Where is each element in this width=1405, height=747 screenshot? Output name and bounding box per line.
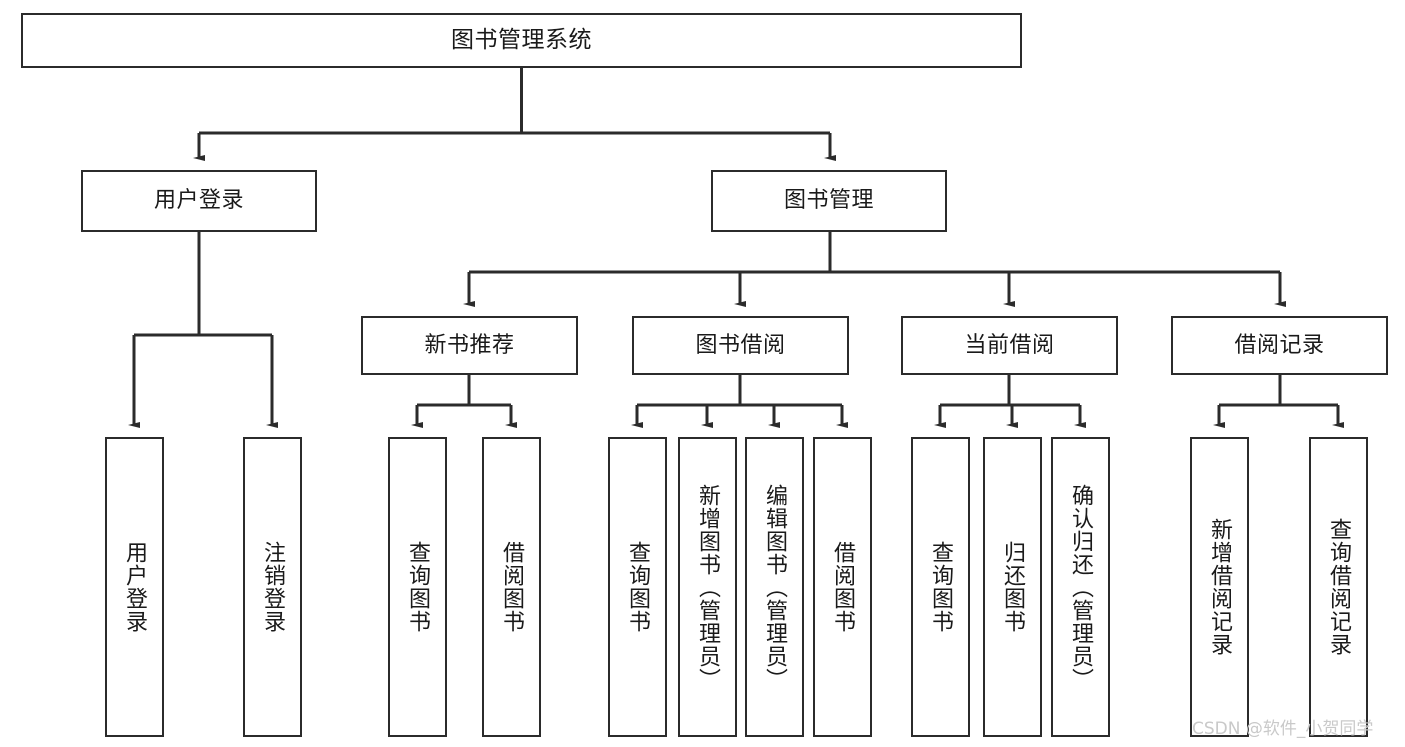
node-root[interactable]: 图书管理系统 <box>21 13 1022 68</box>
leaf-add-book-admin-label: 新增图书（管理员） <box>695 483 721 691</box>
leaf-query-borrow-record[interactable]: 查询借阅记录 <box>1309 437 1368 737</box>
leaf-query-borrow-record-label: 查询借阅记录 <box>1326 518 1352 656</box>
leaf-query-books-borrow-label: 查询图书 <box>625 541 651 633</box>
leaf-query-books-borrow[interactable]: 查询图书 <box>608 437 667 737</box>
leaf-query-books-current[interactable]: 查询图书 <box>911 437 970 737</box>
node-borrow-records[interactable]: 借阅记录 <box>1171 316 1388 375</box>
leaf-confirm-return-admin-label: 确认归还（管理员） <box>1068 483 1094 691</box>
leaf-edit-book-admin[interactable]: 编辑图书（管理员） <box>745 437 804 737</box>
leaf-return-books[interactable]: 归还图书 <box>983 437 1042 737</box>
node-current-borrow[interactable]: 当前借阅 <box>901 316 1118 375</box>
leaf-borrow-books-newbook[interactable]: 借阅图书 <box>482 437 541 737</box>
node-user-login-label: 用户登录 <box>153 188 244 214</box>
node-borrow-records-label: 借阅记录 <box>1234 332 1325 358</box>
leaf-borrow-books-label: 借阅图书 <box>830 541 856 633</box>
leaf-edit-book-admin-label: 编辑图书（管理员） <box>762 483 788 691</box>
node-new-book-recommend[interactable]: 新书推荐 <box>361 316 578 375</box>
node-new-book-recommend-label: 新书推荐 <box>424 332 515 358</box>
node-book-management-label: 图书管理 <box>783 188 874 214</box>
node-user-login[interactable]: 用户登录 <box>81 170 317 232</box>
leaf-return-books-label: 归还图书 <box>1000 541 1026 633</box>
leaf-add-book-admin[interactable]: 新增图书（管理员） <box>678 437 737 737</box>
node-current-borrow-label: 当前借阅 <box>964 332 1055 358</box>
leaf-borrow-books[interactable]: 借阅图书 <box>813 437 872 737</box>
node-book-management[interactable]: 图书管理 <box>711 170 947 232</box>
leaf-add-borrow-record-label: 新增借阅记录 <box>1207 518 1233 656</box>
leaf-query-books-newbook[interactable]: 查询图书 <box>388 437 447 737</box>
leaf-confirm-return-admin[interactable]: 确认归还（管理员） <box>1051 437 1110 737</box>
node-book-borrow-label: 图书借阅 <box>695 332 786 358</box>
leaf-borrow-books-newbook-label: 借阅图书 <box>499 541 525 633</box>
node-root-label: 图书管理系统 <box>451 27 592 54</box>
leaf-add-borrow-record[interactable]: 新增借阅记录 <box>1190 437 1249 737</box>
leaf-query-books-current-label: 查询图书 <box>928 541 954 633</box>
leaf-query-books-newbook-label: 查询图书 <box>405 541 431 633</box>
leaf-logout[interactable]: 注销登录 <box>243 437 302 737</box>
node-book-borrow[interactable]: 图书借阅 <box>632 316 849 375</box>
leaf-user-login-label: 用户登录 <box>122 541 148 633</box>
leaf-logout-label: 注销登录 <box>260 541 286 633</box>
leaf-user-login[interactable]: 用户登录 <box>105 437 164 737</box>
